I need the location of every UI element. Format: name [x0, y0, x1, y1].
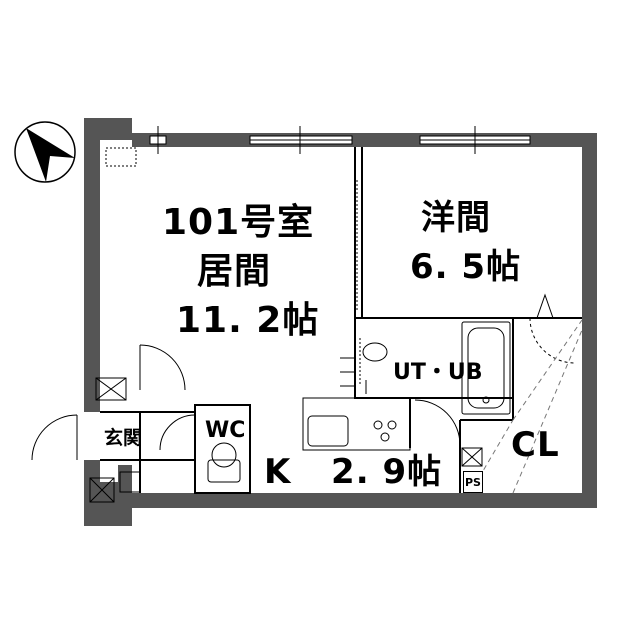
living-room-name-label: 居間 — [197, 251, 272, 292]
sliding-door — [340, 180, 358, 387]
toilet-label: WC — [205, 418, 246, 443]
entrance-label: 玄関 — [104, 427, 143, 449]
washbasin-icon — [359, 338, 388, 394]
stove-icon — [373, 420, 397, 442]
pipe-space-label: PS — [463, 471, 483, 493]
living-room-size-label: 11. 2帖 — [176, 300, 320, 341]
western-room-name-label: 洋間 — [421, 198, 491, 238]
bathtub-icon — [461, 321, 511, 415]
utility-bath-label: UT・UB — [393, 360, 483, 385]
toilet-icon — [207, 442, 241, 483]
kitchen-name-label: K 2. 9帖 — [264, 455, 442, 489]
door-swings — [31, 293, 576, 461]
compass-north-arrow-icon — [14, 121, 76, 183]
closet-label: CL — [511, 425, 560, 465]
closet-lines — [469, 319, 583, 494]
kitchen-counter — [302, 397, 411, 451]
western-room-size-label: 6. 5帖 — [410, 247, 522, 287]
windows — [149, 126, 531, 154]
kitchen-size: 2. 9帖 — [331, 452, 443, 492]
kitchen-letter: K — [264, 452, 292, 492]
service-boxes — [89, 147, 483, 503]
sink-icon — [307, 415, 349, 447]
interior-walls — [100, 147, 582, 494]
living-room-unit-label: 101号室 — [162, 202, 315, 243]
